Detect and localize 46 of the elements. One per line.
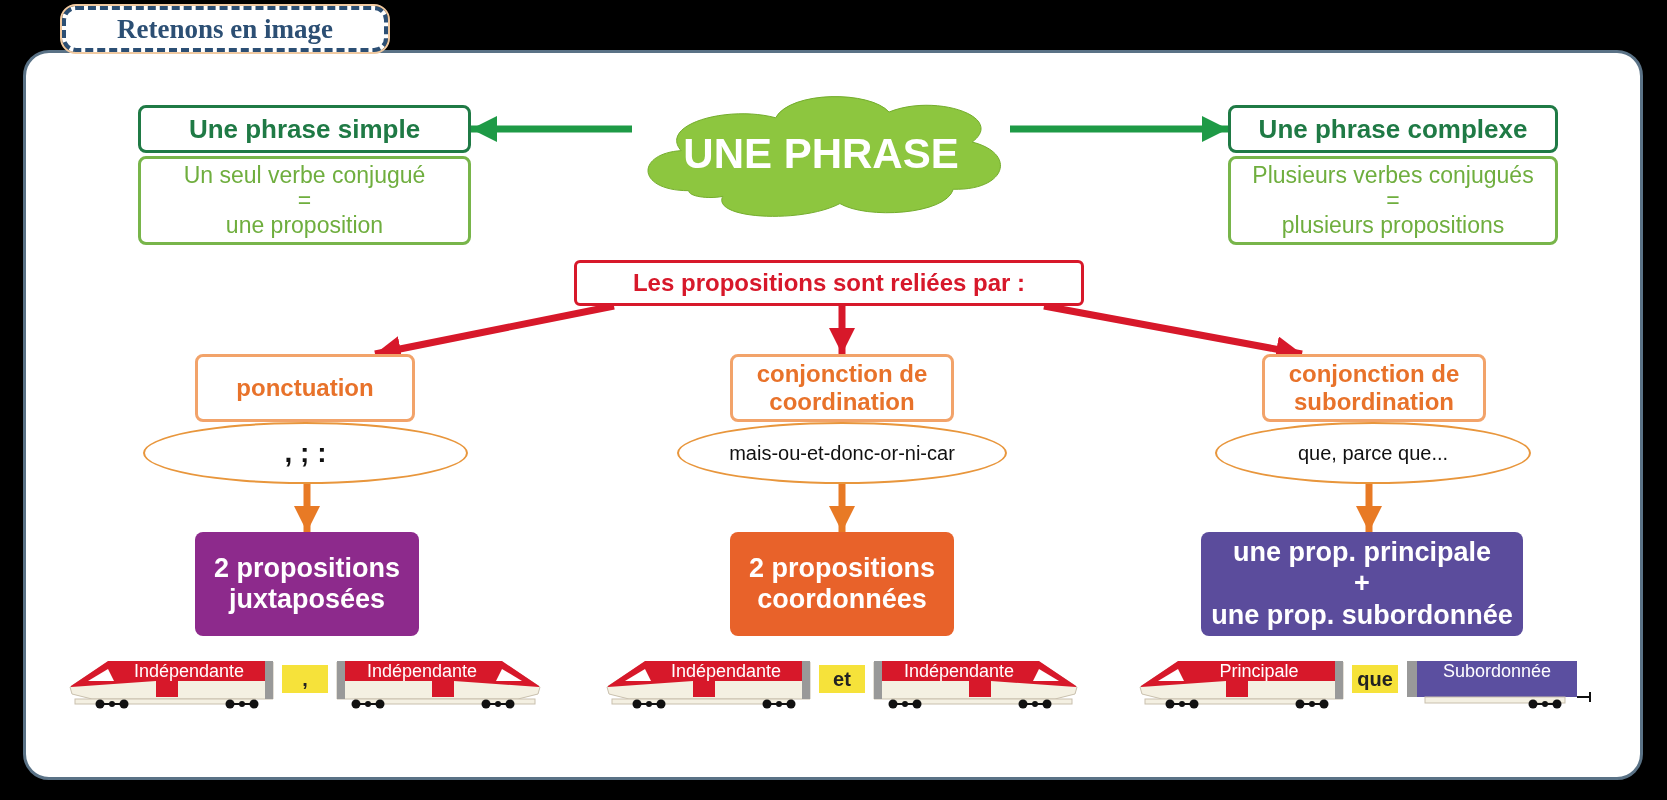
heading-box xyxy=(138,105,471,153)
node-text: , ; : xyxy=(284,437,327,469)
definition-box xyxy=(138,156,471,245)
arrow xyxy=(1356,484,1382,532)
definition-box xyxy=(1228,156,1558,245)
car-label: Indépendante xyxy=(902,660,1016,682)
title-tab: Retenons en image xyxy=(62,6,388,52)
car-label: Indépendante xyxy=(132,660,246,682)
heading-box xyxy=(574,260,1084,306)
node-text: mais-ou-et-donc-or-ni-car xyxy=(729,441,955,465)
car-label: Indépendante xyxy=(669,660,783,682)
category-box xyxy=(1262,354,1486,422)
result-box xyxy=(1201,532,1523,636)
node-text: Les propositions sont reliées par : xyxy=(632,269,1026,297)
conjunction-label: que xyxy=(1352,665,1398,693)
node-text: plusieurs propositions xyxy=(1281,213,1505,239)
conjunction-label: et xyxy=(819,665,865,693)
node-text: UNE PHRASE xyxy=(683,129,959,178)
result-box xyxy=(195,532,419,636)
heading-box xyxy=(1228,105,1558,153)
category-box xyxy=(195,354,415,422)
node-text: Un seul verbe conjugué xyxy=(183,162,426,188)
car-label: Subordonnée xyxy=(1441,660,1553,682)
node-text: 2 propositions juxtaposées xyxy=(213,552,401,616)
node-text: 2 propositions coordonnées xyxy=(748,552,936,616)
arrow xyxy=(829,484,855,532)
node-text: une prop. subordonnée xyxy=(1211,599,1513,631)
node-text: conjonction de subordination xyxy=(1287,360,1461,416)
node-text: que, parce que... xyxy=(1297,441,1449,465)
node-text: ponctuation xyxy=(236,374,374,402)
arrow xyxy=(829,306,855,354)
car-label: Indépendante xyxy=(365,660,479,682)
result-box xyxy=(730,532,954,636)
arrow xyxy=(294,484,320,532)
node-text: Une phrase complexe xyxy=(1258,113,1528,145)
node-text: + xyxy=(1354,568,1370,600)
node-text: = xyxy=(297,187,312,214)
node-text: une proposition xyxy=(225,213,384,239)
node-text: = xyxy=(1386,187,1400,214)
conjunction-label: , xyxy=(282,665,328,693)
node-text: conjonction de coordination xyxy=(755,360,929,416)
node-text: une prop. principale xyxy=(1233,537,1491,569)
node-text: Plusieurs verbes conjugués xyxy=(1252,162,1534,188)
car-label: Principale xyxy=(1218,660,1300,682)
node-text: Une phrase simple xyxy=(188,113,421,145)
category-box xyxy=(730,354,954,422)
